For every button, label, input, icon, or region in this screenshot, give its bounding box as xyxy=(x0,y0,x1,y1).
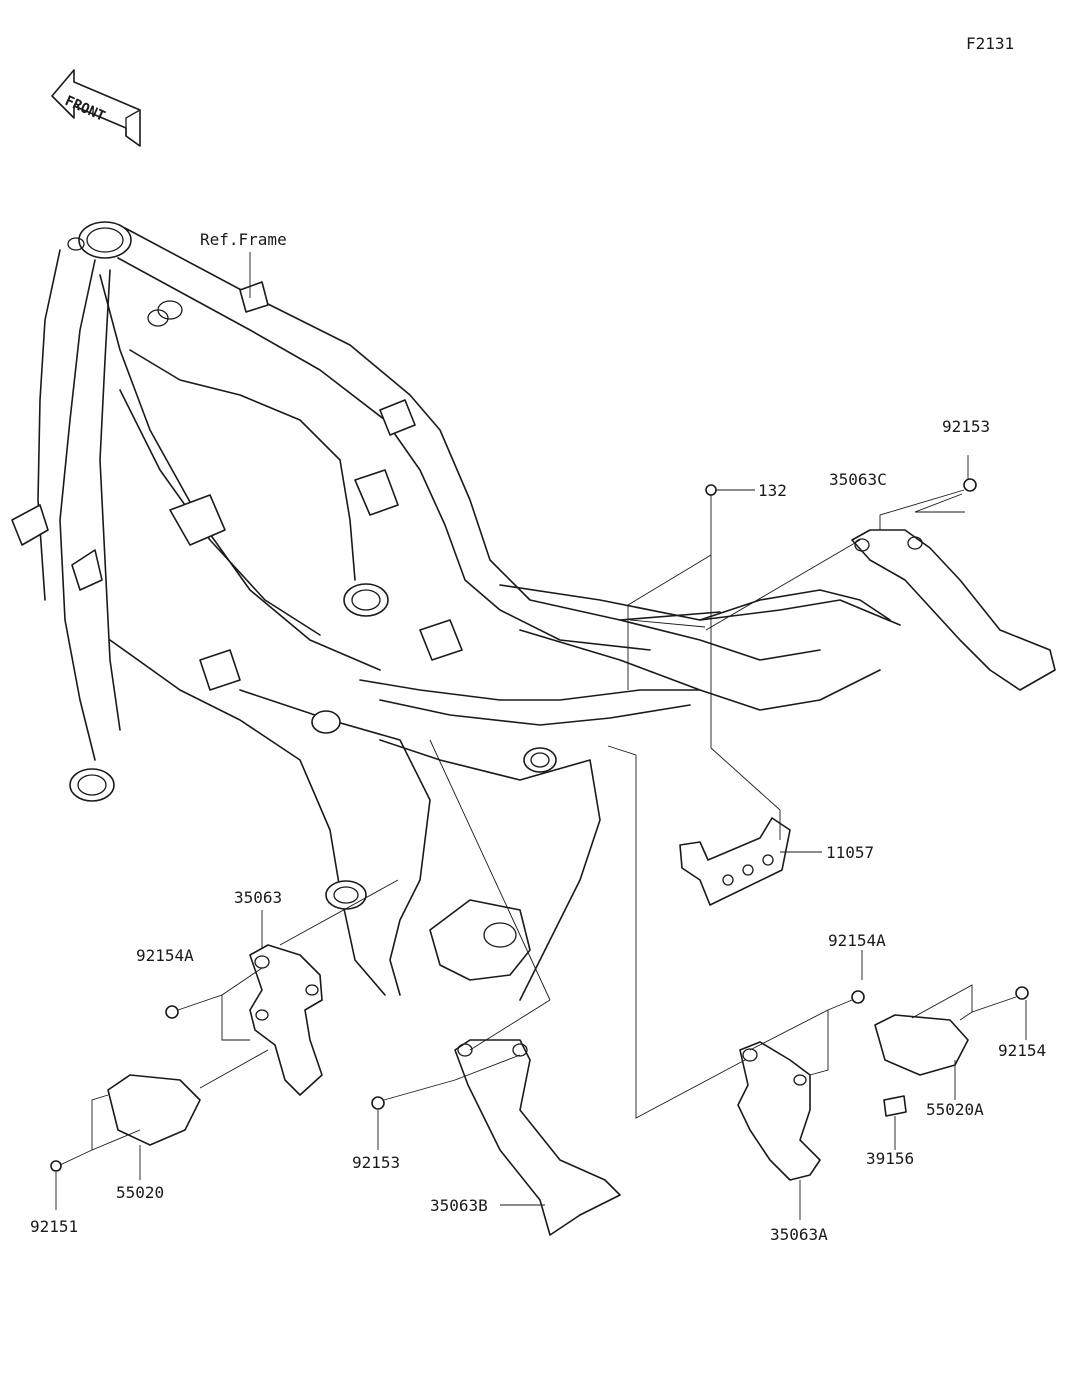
guard-55020A xyxy=(874,1014,969,1076)
callout-92154: 92154 xyxy=(998,1041,1046,1060)
pad-39156 xyxy=(883,1095,907,1117)
callout-92153-bottom: 92153 xyxy=(352,1153,400,1172)
callout-35063C: 35063C xyxy=(829,470,887,489)
guard-55020 xyxy=(107,1074,201,1146)
callout-39156: 39156 xyxy=(866,1149,914,1168)
callout-11057: 11057 xyxy=(826,843,874,862)
callout-55020A: 55020A xyxy=(926,1100,984,1119)
bracket-35063 xyxy=(249,944,323,1096)
callout-132: 132 xyxy=(758,481,787,500)
callout-92153-top: 92153 xyxy=(942,417,990,436)
callout-92151: 92151 xyxy=(30,1217,78,1236)
callout-55020: 55020 xyxy=(116,1183,164,1202)
callout-ref-frame: Ref.Frame xyxy=(200,230,287,249)
figure-code: F2131 xyxy=(966,34,1014,53)
bolt-icon xyxy=(50,478,1029,1172)
bracket-11057 xyxy=(679,817,791,906)
callout-35063A: 35063A xyxy=(770,1225,828,1244)
callout-92154A-left: 92154A xyxy=(136,946,194,965)
callout-35063: 35063 xyxy=(234,888,282,907)
callout-92154A-right: 92154A xyxy=(828,931,886,950)
bracket-35063C xyxy=(851,529,1056,691)
bracket-35063A xyxy=(737,1041,821,1181)
leader-lines xyxy=(55,252,1027,1220)
front-direction-icon: FRONT xyxy=(51,69,141,147)
callout-35063B: 35063B xyxy=(430,1196,488,1215)
main-frame xyxy=(11,221,901,1001)
bracket-35063B xyxy=(454,1039,621,1236)
